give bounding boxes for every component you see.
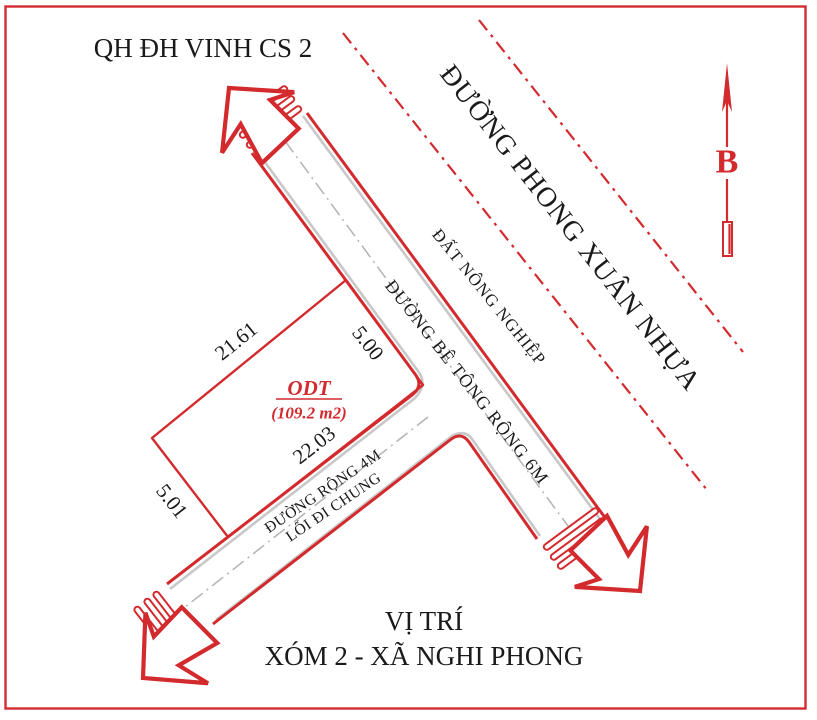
north-arrow-tail-icon (722, 221, 733, 257)
asphalt-road-dashed-line-sw (342, 32, 708, 491)
road-continuation-arrow-sw-icon (140, 604, 221, 686)
road-continuation-arrow-se-icon (567, 512, 650, 594)
alley-se-gray-line (215, 431, 542, 622)
north-label: B (716, 144, 739, 181)
parcel-annotation: ODT (109.2 m2) (271, 376, 347, 423)
dimension-nw: 21.61 (210, 317, 262, 365)
alley-se-edge (212, 434, 539, 626)
main-road-ne-gray-line (301, 115, 618, 542)
parcel-area: (109.2 m2) (271, 404, 347, 423)
land-use-code: ODT (287, 376, 331, 400)
parcel-boundary (150, 278, 425, 539)
location-subtitle: XÓM 2 - XÃ NGHI PHONG (265, 641, 584, 671)
alley-centerline (179, 416, 429, 612)
main-road-ne-edge (305, 112, 622, 539)
planning-reference-label: QH ĐH VINH CS 2 (94, 33, 313, 63)
asphalt-road-label: ĐƯỜNG PHONG XUÂN NHỰA (433, 59, 706, 397)
plan-border (4, 5, 807, 710)
location-title: VỊ TRÍ (385, 606, 463, 636)
north-arrow-head-icon (722, 63, 732, 112)
main-road-centerline (284, 140, 569, 527)
north-arrow: B (716, 63, 739, 257)
road-continuation-arrow-nw-icon (219, 85, 302, 167)
dimension-sw: 5.01 (151, 479, 193, 523)
concrete-road-label: ĐƯỜNG BÊ TÔNG RỘNG 6M (381, 275, 554, 488)
